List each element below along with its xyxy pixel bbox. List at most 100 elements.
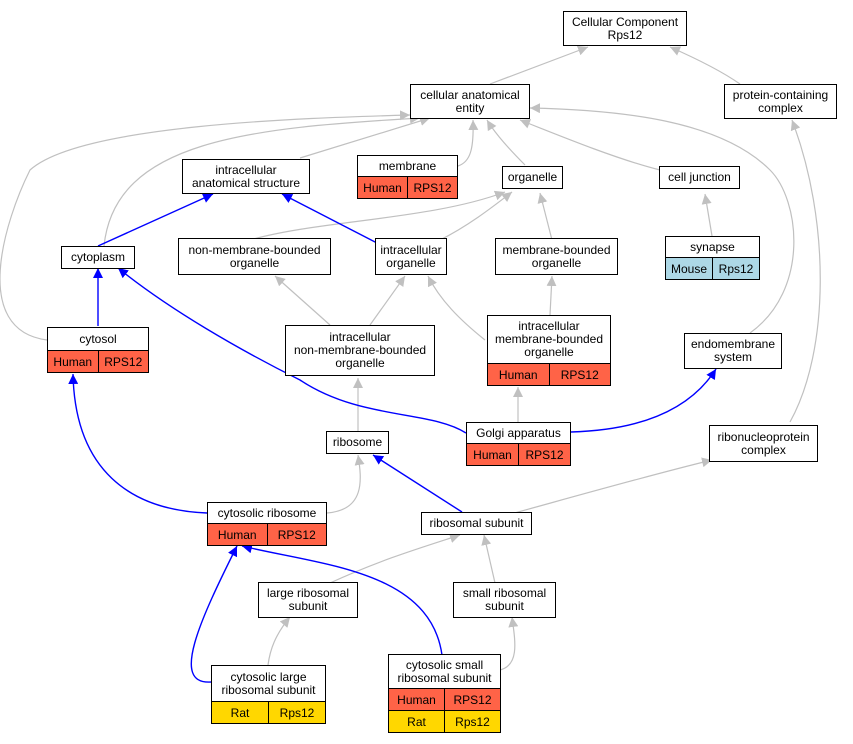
edge-synapse-to-celljunction bbox=[701, 193, 713, 237]
node-organelle[interactable]: organelle bbox=[502, 166, 563, 189]
edge-io-to-organelle bbox=[439, 191, 513, 241]
node-cytosolic-small-ribosomal-subunit[interactable]: cytosolic small ribosomal subunit Human … bbox=[388, 654, 501, 733]
node-golgi-apparatus[interactable]: Golgi apparatus Human RPS12 bbox=[466, 422, 571, 466]
node-label: cytosolic ribosome bbox=[217, 505, 317, 520]
node-protein-containing-complex[interactable]: protein-containing complex bbox=[724, 84, 837, 119]
node-ribonucleoprotein-complex[interactable]: ribonucleoprotein complex bbox=[709, 425, 818, 462]
node-label: small ribosomal subunit bbox=[462, 586, 547, 613]
annotation-row: Human RPS12 bbox=[358, 176, 457, 198]
edge-celljunction-to-cae bbox=[519, 119, 661, 171]
node-label: Golgi apparatus bbox=[476, 425, 561, 440]
organism-cell: Human bbox=[389, 689, 444, 710]
node-label: intracellular anatomical structure bbox=[191, 162, 301, 190]
edge-cytolarge-to-large bbox=[267, 616, 291, 666]
organism-cell: Mouse bbox=[666, 258, 712, 279]
node-intracellular-anatomical-structure[interactable]: intracellular anatomical structure bbox=[182, 159, 310, 194]
node-label: endomembrane system bbox=[690, 337, 776, 364]
node-label: cell junction bbox=[668, 170, 731, 184]
edge-imbo-to-io bbox=[427, 275, 486, 341]
edge-cytoribosome-to-ribosome bbox=[326, 454, 365, 514]
node-intracellular-non-membrane-bounded-organelle[interactable]: intracellular non-membrane-bounded organ… bbox=[285, 325, 435, 376]
node-label: cytoplasm bbox=[70, 250, 126, 264]
node-label: membrane bbox=[378, 158, 437, 173]
node-cytoplasm[interactable]: cytoplasm bbox=[61, 246, 135, 269]
node-cytosolic-large-ribosomal-subunit[interactable]: cytosolic large ribosomal subunit Rat Rp… bbox=[211, 665, 326, 724]
edge-golgi-partof-cytoplasm bbox=[117, 267, 467, 434]
annotation-row: Human RPS12 bbox=[467, 443, 570, 465]
edge-cytolarge-partof-cytoribosome bbox=[190, 545, 238, 683]
gene-cell: RPS12 bbox=[407, 177, 457, 198]
edge-ias-to-cae bbox=[299, 116, 431, 159]
node-cytosol[interactable]: cytosol Human RPS12 bbox=[47, 327, 149, 373]
gene-cell: RPS12 bbox=[97, 351, 148, 372]
organism-cell: Human bbox=[48, 351, 98, 372]
edge-cytoribosome-partof-cytosol bbox=[68, 373, 208, 514]
node-cytosolic-ribosome[interactable]: cytosolic ribosome Human RPS12 bbox=[207, 502, 327, 546]
node-label: Cellular Component Rps12 bbox=[571, 14, 679, 42]
edge-nmbo-to-organelle bbox=[249, 190, 506, 241]
node-label: cellular anatomical entity bbox=[420, 87, 520, 115]
node-membrane-bounded-organelle[interactable]: membrane-bounded organelle bbox=[495, 238, 618, 275]
edge-ribosomalsubunit-to-rnp bbox=[499, 457, 713, 518]
node-label: cytosolic small ribosomal subunit bbox=[397, 657, 492, 685]
node-label: intracellular organelle bbox=[380, 242, 442, 270]
node-label: intracellular non-membrane-bounded organ… bbox=[293, 330, 427, 370]
node-label: cytosolic large ribosomal subunit bbox=[221, 669, 316, 697]
edge-large-to-ribosomalsubunit bbox=[329, 533, 461, 584]
edge-inmbo-to-io bbox=[369, 275, 406, 326]
edge-cytoplasm-to-cae bbox=[103, 113, 421, 247]
node-membrane[interactable]: membrane Human RPS12 bbox=[357, 155, 458, 199]
edge-mbo-to-organelle bbox=[537, 192, 553, 241]
gene-cell: RPS12 bbox=[548, 364, 610, 385]
edge-cae-to-cc bbox=[489, 45, 589, 85]
gene-cell: RPS12 bbox=[444, 689, 500, 710]
organism-cell: Human bbox=[208, 524, 267, 545]
edge-cytosmall-to-small bbox=[499, 616, 519, 671]
edge-imbo-to-mbo bbox=[546, 275, 557, 316]
node-cellular-component[interactable]: Cellular Component Rps12 bbox=[563, 11, 687, 46]
annotation-row: Human RPS12 bbox=[389, 688, 500, 710]
node-label: non-membrane-bounded organelle bbox=[188, 242, 321, 270]
edge-golgi-partof-endomembrane bbox=[570, 368, 717, 433]
edge-ribosomalsubunit-partof-ribosome bbox=[372, 454, 463, 513]
edge-small-to-ribosomalsubunit bbox=[481, 534, 496, 584]
node-label: protein-containing complex bbox=[732, 87, 829, 115]
node-label: intracellular membrane-bounded organelle bbox=[494, 319, 604, 359]
edge-pcc-to-cc bbox=[669, 46, 741, 85]
organism-cell: Rat bbox=[212, 702, 268, 723]
node-label: ribosome bbox=[332, 435, 383, 449]
node-label: ribonucleoprotein complex bbox=[717, 429, 810, 457]
node-endomembrane-system[interactable]: endomembrane system bbox=[684, 333, 782, 369]
node-label: ribosomal subunit bbox=[429, 516, 524, 530]
annotation-row: Rat Rps12 bbox=[212, 701, 325, 723]
node-small-ribosomal-subunit[interactable]: small ribosomal subunit bbox=[453, 582, 556, 618]
node-label: organelle bbox=[507, 170, 558, 184]
organism-cell: Rat bbox=[389, 711, 444, 732]
node-cell-junction[interactable]: cell junction bbox=[659, 166, 740, 189]
edge-rnp-to-pcc bbox=[789, 119, 821, 423]
node-label: cytosol bbox=[79, 331, 117, 346]
annotation-row: Human RPS12 bbox=[208, 523, 326, 545]
annotation-row: Mouse Rps12 bbox=[666, 257, 759, 279]
gene-cell: RPS12 bbox=[518, 444, 570, 465]
organism-cell: Human bbox=[488, 364, 549, 385]
edge-cytosol-to-cae bbox=[0, 110, 411, 341]
organism-cell: Human bbox=[467, 444, 518, 465]
node-intracellular-organelle[interactable]: intracellular organelle bbox=[375, 238, 447, 275]
edge-inmbo-to-nmbo bbox=[274, 275, 331, 326]
node-ribosomal-subunit[interactable]: ribosomal subunit bbox=[421, 512, 532, 535]
node-intracellular-membrane-bounded-organelle[interactable]: intracellular membrane-bounded organelle… bbox=[487, 315, 611, 386]
node-label: synapse bbox=[690, 239, 735, 254]
node-non-membrane-bounded-organelle[interactable]: non-membrane-bounded organelle bbox=[178, 238, 331, 275]
edge-endomembrane-to-cae bbox=[529, 103, 795, 334]
node-label: large ribosomal subunit bbox=[266, 586, 350, 613]
node-synapse[interactable]: synapse Mouse Rps12 bbox=[665, 236, 760, 280]
edge-io-partof-ias bbox=[281, 193, 378, 244]
node-ribosome[interactable]: ribosome bbox=[326, 431, 389, 454]
node-cellular-anatomical-entity[interactable]: cellular anatomical entity bbox=[410, 84, 530, 119]
edge-organelle-to-cae bbox=[486, 119, 526, 166]
node-large-ribosomal-subunit[interactable]: large ribosomal subunit bbox=[258, 582, 358, 618]
gene-cell: Rps12 bbox=[268, 702, 325, 723]
edge-membrane-to-cae bbox=[457, 119, 479, 167]
